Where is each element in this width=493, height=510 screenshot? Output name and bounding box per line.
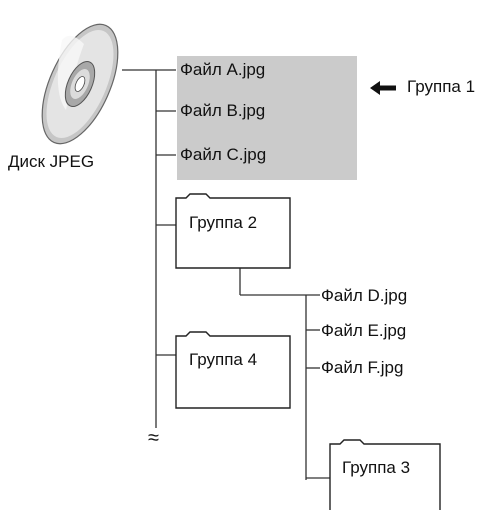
continuation-symbol: ≈ bbox=[148, 427, 159, 449]
group1-pointer-label: Группа 1 bbox=[407, 77, 476, 96]
file-c-label: Файл C.jpg bbox=[180, 145, 267, 164]
folder-icon bbox=[329, 439, 441, 510]
file-f-label: Файл F.jpg bbox=[321, 358, 404, 377]
folder-icon bbox=[175, 331, 291, 409]
folder-group2-label: Группа 2 bbox=[189, 213, 258, 232]
cd-disc-icon bbox=[41, 23, 119, 145]
folder-group4-label: Группа 4 bbox=[189, 350, 258, 369]
disc-label: Диск JPEG bbox=[8, 152, 95, 171]
file-e-label: Файл E.jpg bbox=[321, 321, 407, 340]
folder-group3-label: Группа 3 bbox=[342, 458, 411, 477]
arrow-left-icon bbox=[370, 81, 396, 95]
group1-highlight bbox=[177, 56, 357, 180]
folder-icon bbox=[175, 193, 291, 269]
file-d-label: Файл D.jpg bbox=[321, 286, 408, 305]
file-a-label: Файл A.jpg bbox=[180, 60, 266, 79]
file-b-label: Файл B.jpg bbox=[180, 101, 266, 120]
